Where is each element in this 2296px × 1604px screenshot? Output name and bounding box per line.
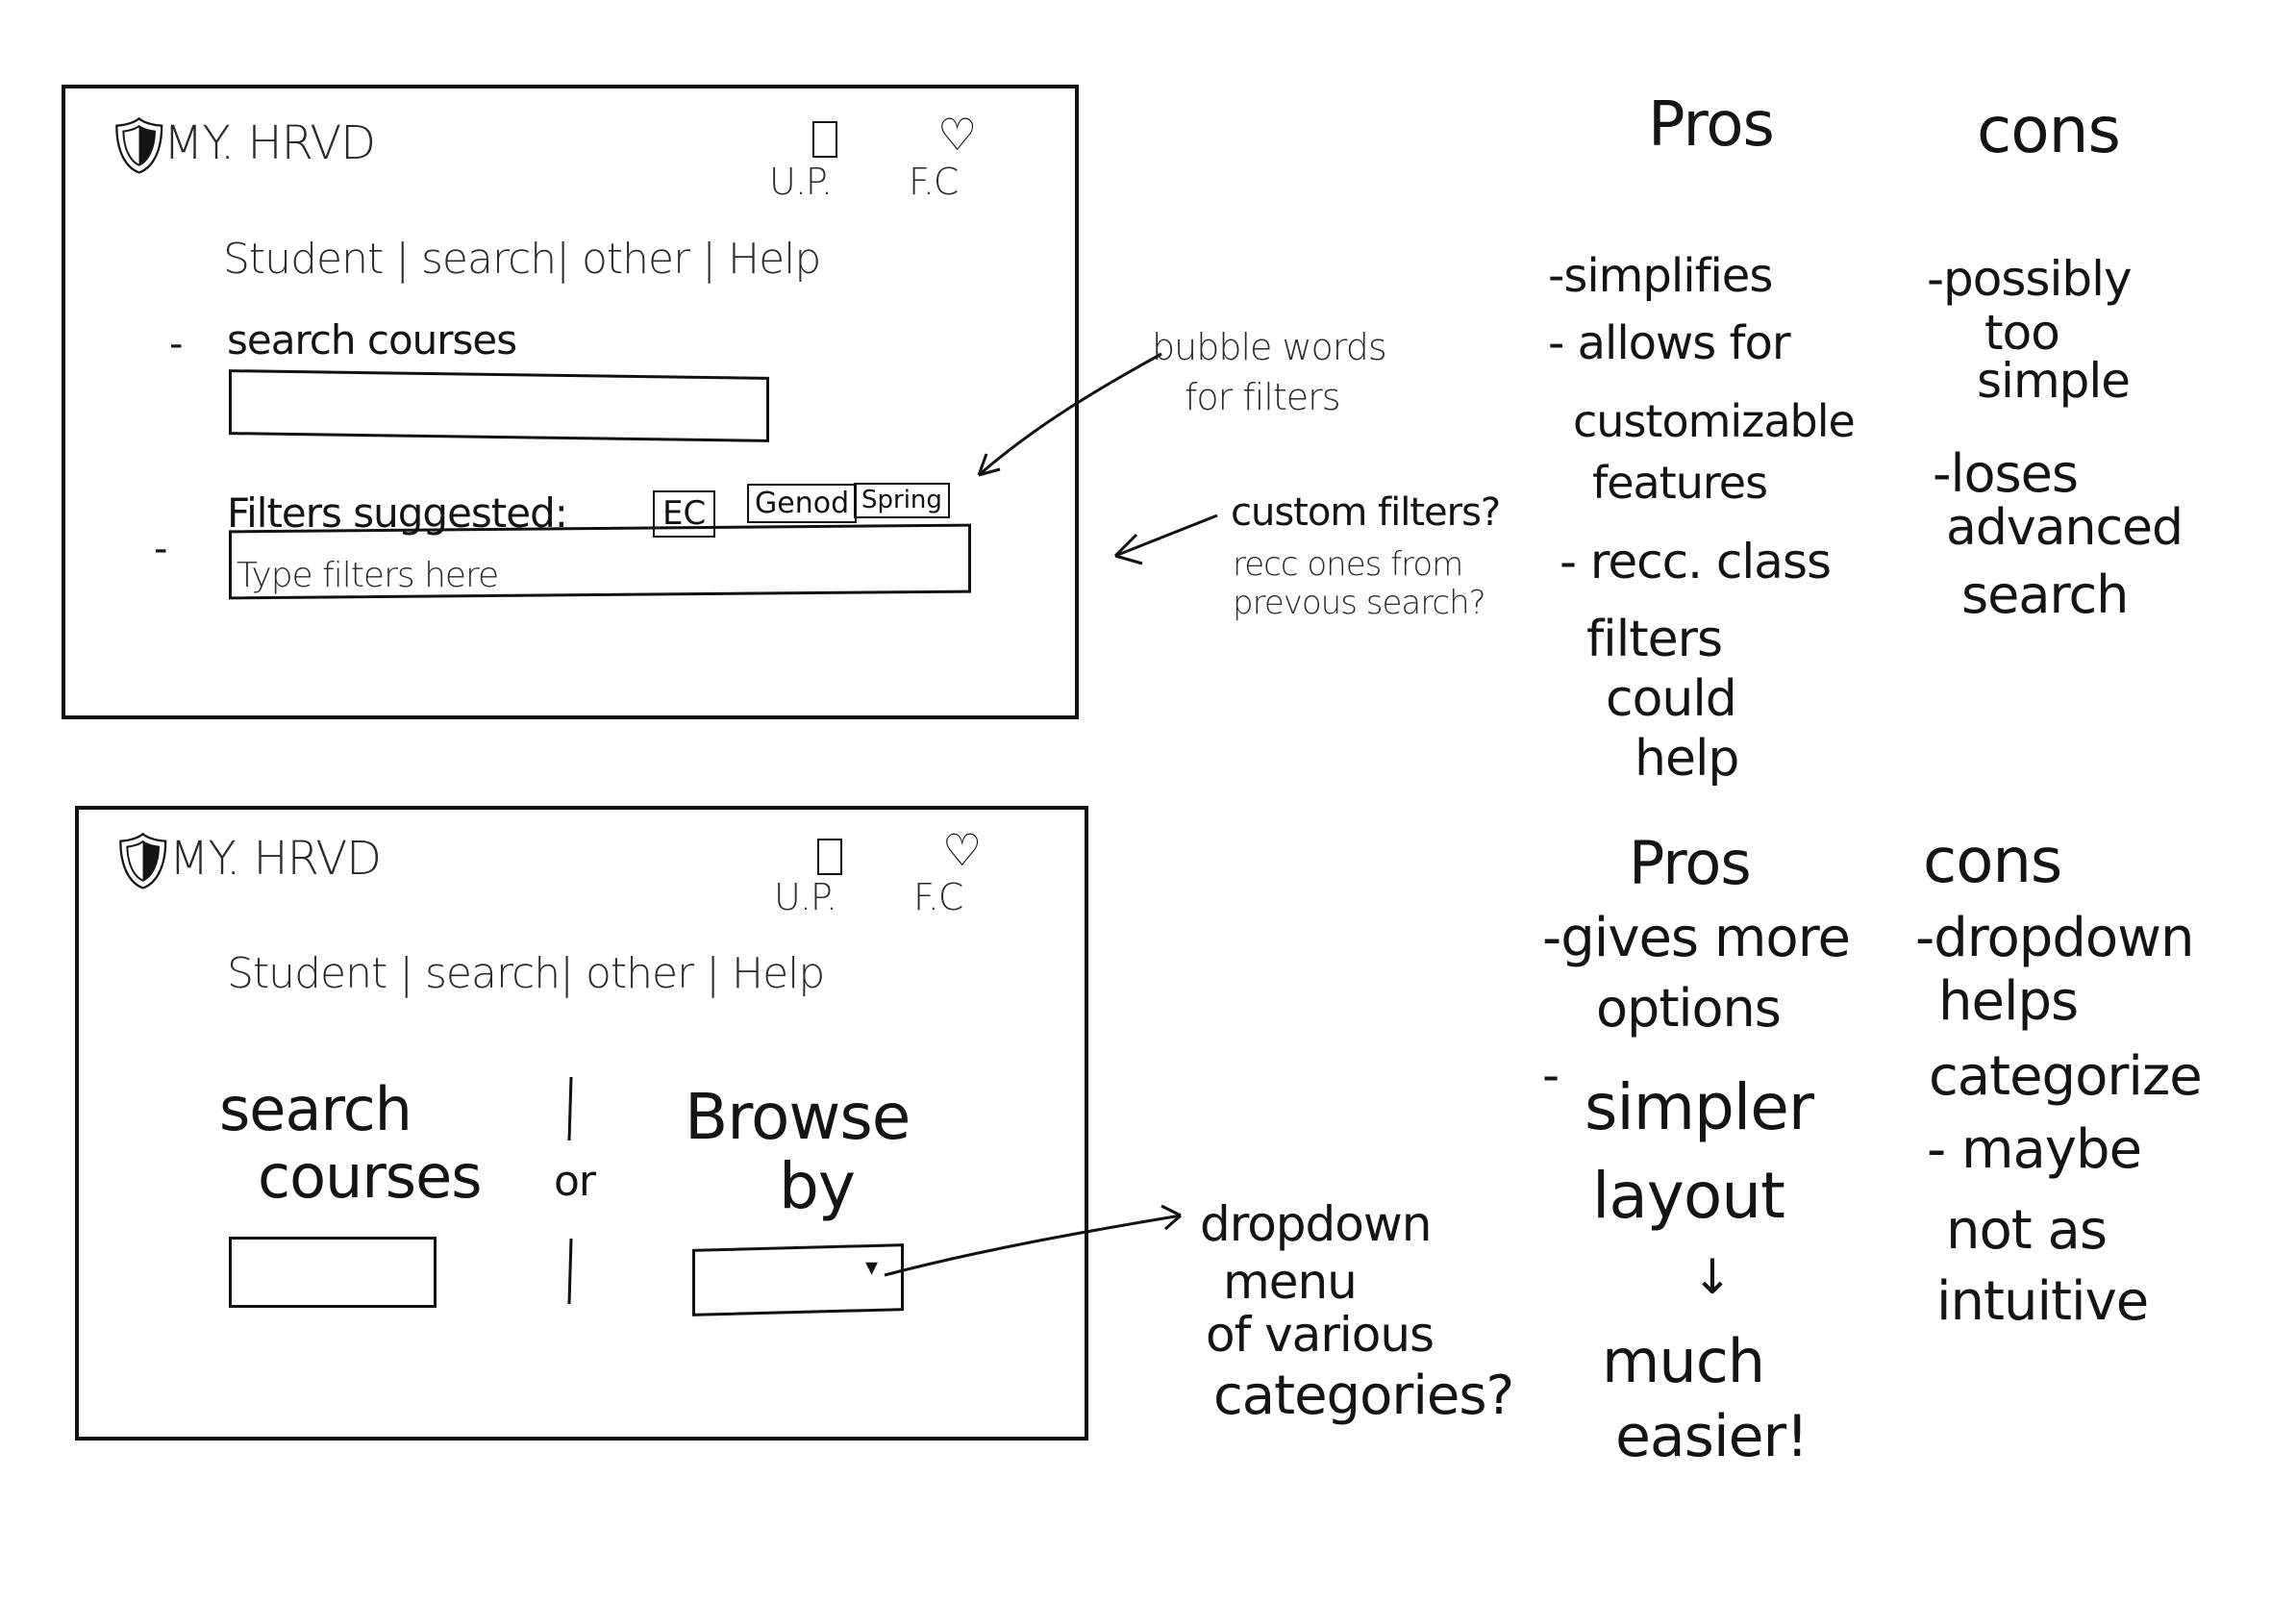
notes1-cons-item: advanced bbox=[1946, 499, 2184, 557]
browse-by-heading: Browse bbox=[685, 1080, 911, 1154]
arrowhead-custom-filters bbox=[1113, 533, 1143, 565]
search-courses-heading: search bbox=[219, 1074, 412, 1144]
annotation-categories: categories? bbox=[1213, 1365, 1514, 1427]
search-input[interactable] bbox=[229, 369, 769, 442]
notes1-pros-item: - recc. class bbox=[1560, 534, 1832, 589]
search-courses-heading-line2: courses bbox=[258, 1141, 483, 1212]
profile-label: U.P. bbox=[769, 161, 833, 203]
notes2-cons-title: cons bbox=[1923, 826, 2062, 897]
shield-icon: 🛡︎ bbox=[104, 113, 175, 178]
notes1-pros-item: -simplifies bbox=[1548, 249, 1773, 303]
notes2-pros-item: much bbox=[1602, 1326, 1765, 1396]
profile-icon[interactable] bbox=[817, 839, 842, 875]
filter-tag-ec[interactable]: EC bbox=[653, 490, 716, 539]
arrow-down-icon: ↓ bbox=[1692, 1249, 1733, 1305]
search-input[interactable] bbox=[229, 1237, 437, 1308]
nav-bar[interactable]: Student | search| other | Help bbox=[227, 949, 825, 998]
annotation-dropdown: dropdown bbox=[1200, 1196, 1432, 1252]
profile-icon[interactable] bbox=[812, 121, 837, 158]
chevron-down-icon[interactable]: ▾ bbox=[865, 1253, 878, 1282]
profile-label: U.P. bbox=[774, 876, 837, 918]
arrowhead-dropdown bbox=[1160, 1204, 1182, 1231]
arrow-custom-filters bbox=[1114, 514, 1218, 558]
logo-text: MY. HRVD bbox=[169, 832, 382, 886]
filter-input-placeholder: Type filters here bbox=[237, 556, 499, 595]
or-separator: or bbox=[554, 1157, 596, 1206]
notes1-cons-item: -possibly bbox=[1927, 251, 2133, 307]
nav-bar[interactable]: Student | search| other | Help bbox=[223, 235, 821, 284]
notes1-pros-item: help bbox=[1635, 730, 1739, 788]
notes1-cons-item: too bbox=[1984, 305, 2060, 361]
notes2-pros-item: -gives more bbox=[1542, 907, 1851, 969]
notes2-cons-item: intuitive bbox=[1936, 1270, 2149, 1333]
notes1-pros-item: could bbox=[1606, 670, 1737, 728]
notes1-cons-item: -loses bbox=[1933, 443, 2079, 504]
favorites-label: F.C bbox=[909, 161, 959, 203]
notes2-cons-item: - maybe bbox=[1927, 1118, 2142, 1181]
notes2-pros-title: Pros bbox=[1629, 828, 1752, 898]
annotation-recc-ones: recc ones from bbox=[1233, 545, 1463, 584]
filters-label: Filters suggested: bbox=[227, 489, 568, 537]
notes2-cons-item: helps bbox=[1938, 970, 2079, 1033]
notes2-pros-item: easier! bbox=[1615, 1403, 1809, 1470]
bullet-dash: - bbox=[154, 527, 167, 571]
notes1-pros-title: Pros bbox=[1648, 89, 1775, 161]
notes1-cons-title: cons bbox=[1977, 93, 2121, 167]
logo-text: MY. HRVD bbox=[163, 116, 376, 170]
notes2-pros-item: options bbox=[1596, 978, 1782, 1039]
heart-icon[interactable]: ♡ bbox=[942, 824, 982, 876]
notes1-cons-item: simple bbox=[1977, 353, 2131, 409]
notes1-pros-item: customizable bbox=[1573, 395, 1856, 447]
notes1-pros-item: filters bbox=[1586, 611, 1723, 668]
notes2-pros-item: layout bbox=[1592, 1159, 1785, 1233]
notes2-cons-item: categorize bbox=[1929, 1045, 2203, 1108]
filter-tag-spring[interactable]: Spring bbox=[854, 483, 950, 518]
annotation-bubble-words: bubble words bbox=[1152, 326, 1387, 368]
notes1-pros-item: - allows for bbox=[1548, 316, 1791, 370]
notes2-pros-item: - bbox=[1542, 1047, 1560, 1103]
bullet-dash: - bbox=[169, 322, 183, 366]
search-courses-label: search courses bbox=[227, 316, 517, 363]
favorites-label: F.C bbox=[913, 876, 963, 918]
browse-by-heading-line2: by bbox=[779, 1149, 856, 1223]
notes1-pros-item: features bbox=[1592, 457, 1768, 509]
sketch-frame-2 bbox=[75, 806, 1088, 1441]
annotation-of-various: of various bbox=[1206, 1307, 1435, 1363]
annotation-custom-filters: custom filters? bbox=[1231, 490, 1501, 535]
annotation-previous-search: prevous search? bbox=[1233, 584, 1486, 622]
shield-icon: 🛡︎ bbox=[108, 828, 179, 893]
notes2-cons-item: -dropdown bbox=[1915, 907, 2194, 969]
notes2-cons-item: not as bbox=[1946, 1199, 2108, 1262]
annotation-menu: menu bbox=[1223, 1254, 1358, 1310]
annotation-for-filters: for filters bbox=[1185, 376, 1341, 418]
notes2-pros-item: simpler bbox=[1585, 1070, 1814, 1144]
notes1-cons-item: search bbox=[1961, 564, 2129, 625]
filter-tag-genod[interactable]: Genod bbox=[747, 484, 858, 523]
heart-icon[interactable]: ♡ bbox=[937, 109, 977, 161]
